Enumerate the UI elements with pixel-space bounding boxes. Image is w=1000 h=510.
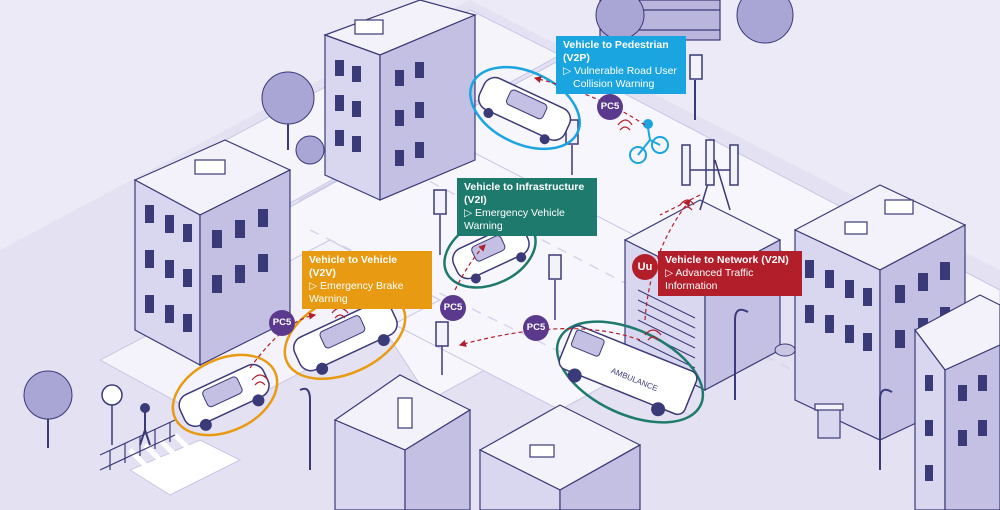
crosswalk xyxy=(128,433,197,472)
v2p-label: Vehicle to Pedestrian (V2P) ▷ Vulnerable… xyxy=(556,36,686,94)
uu-badge: Uu xyxy=(632,254,658,280)
pc5-badge-mid: PC5 xyxy=(440,295,466,321)
building-top-center-windows xyxy=(335,60,424,166)
manhole xyxy=(774,343,796,357)
house-bottom-center xyxy=(478,404,642,510)
building-left-windows xyxy=(145,205,268,332)
v2n-label: Vehicle to Network (V2N) ▷ Advanced Traf… xyxy=(658,251,802,296)
v2p-line2: Collision Warning xyxy=(573,78,655,90)
v2i-title: Vehicle to Infrastructure (V2I) xyxy=(464,181,585,206)
trash-bin-icon xyxy=(814,403,844,439)
building-left xyxy=(133,139,292,367)
v2i-line1: ▷ Emergency Vehicle Warning xyxy=(464,207,565,232)
pc5-badge-top: PC5 xyxy=(597,94,623,120)
v2p-line1: ▷ Vulnerable Road User xyxy=(563,65,677,77)
pc5-badge-left: PC5 xyxy=(269,310,295,336)
pc5-badge-right: PC5 xyxy=(523,315,549,341)
v2p-title: Vehicle to Pedestrian (V2P) xyxy=(563,39,669,64)
building-top-center xyxy=(323,0,477,201)
car-icon xyxy=(469,65,581,151)
v2v-label: Vehicle to Vehicle (V2V) ▷ Emergency Bra… xyxy=(302,251,432,309)
v2n-title: Vehicle to Network (V2N) xyxy=(665,254,789,266)
v2i-label: Vehicle to Infrastructure (V2I) ▷ Emerge… xyxy=(457,178,597,236)
v2v-line1: ▷ Emergency Brake Warning xyxy=(309,280,404,305)
tree-icon xyxy=(23,0,794,448)
street-lamp-icon xyxy=(299,80,893,470)
garage-door xyxy=(637,289,696,369)
pedestrian-icon xyxy=(139,403,151,446)
cell-tower-icon xyxy=(681,139,739,211)
building-right-windows xyxy=(805,260,950,351)
house-bottom-left xyxy=(333,374,472,510)
fence-left xyxy=(99,419,176,471)
building-far-right-windows xyxy=(925,375,987,481)
sign-post xyxy=(101,384,123,445)
ambulance-icon: AMBULANCE xyxy=(555,320,705,424)
car-icon xyxy=(171,353,279,437)
traffic-light-icon xyxy=(433,54,703,375)
v2n-line1: ▷ Advanced Traffic Information xyxy=(665,267,754,292)
v2v-title: Vehicle to Vehicle (V2V) xyxy=(309,254,398,279)
